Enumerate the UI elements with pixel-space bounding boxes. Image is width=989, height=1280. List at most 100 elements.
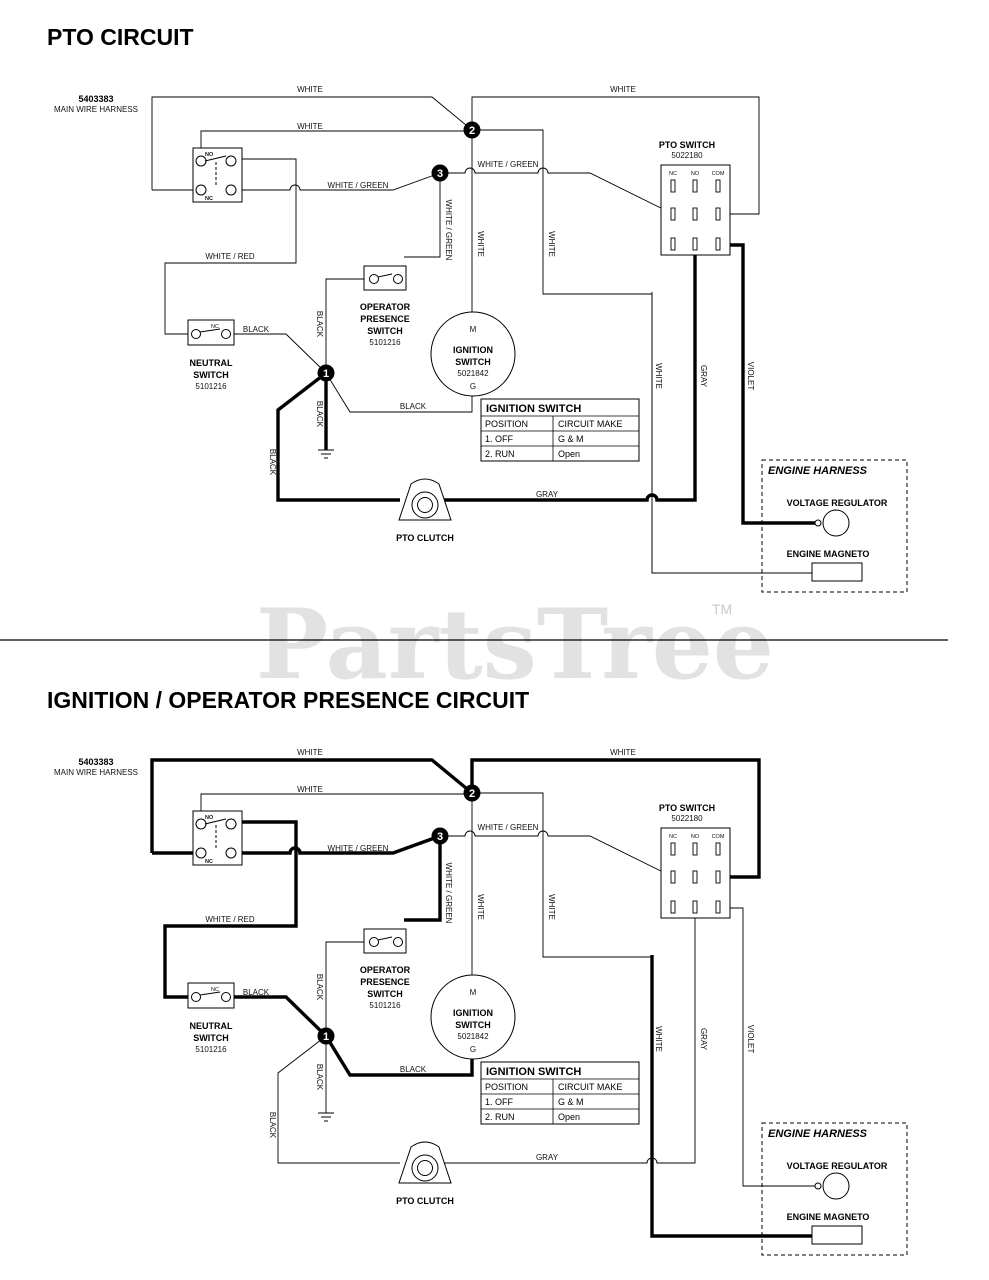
pto-switch-part: 5022180 [671,814,703,823]
operator-terminal-b [393,937,403,947]
wire-black-ign [324,1035,474,1077]
operator-switch-label-3: SWITCH [367,326,403,336]
connector-terminal-2 [195,847,207,859]
wire-black-neutral [234,333,327,374]
operator-terminal-a [369,937,379,947]
wire-gray [438,253,697,502]
wire-label-black: BLACK [315,1064,324,1091]
ignition-table-header-position: POSITION [485,1082,528,1092]
wire-white-right [472,129,812,574]
wire-label-white: WHITE [610,748,636,757]
neutral-switch-label-1: NEUTRAL [190,1021,233,1031]
wire-label-white-green: WHITE / GREEN [328,181,389,190]
pto-terminal-blade [670,900,676,914]
ground-icon [318,1112,334,1122]
voltage-regulator-terminal [814,1182,822,1190]
pto-clutch-label: PTO CLUTCH [396,533,454,543]
wire-white-magneto [651,292,812,574]
contact-nc-label: NC [205,859,213,865]
wire-label-black: BLACK [315,974,324,1001]
ignition-table [480,1061,640,1125]
ignition-switch-label-1: IGNITION [453,1008,493,1018]
engine-magneto-label: ENGINE MAGNETO [787,549,870,559]
wire-label-black: BLACK [400,402,427,411]
ignition-m-terminal: M [470,325,477,334]
neutral-switch-label-2: SWITCH [193,370,229,380]
ignition-switch-body [430,311,516,397]
wire-label-white-red: WHITE / RED [205,915,255,924]
wire-label-gray: GRAY [699,365,708,388]
voltage-regulator [822,1172,850,1200]
node-label-3: 3 [437,831,443,843]
engine-magneto [811,1225,863,1245]
pto-clutch-label: PTO CLUTCH [396,1196,454,1206]
pto-terminal-blade [670,179,676,193]
node-label-1: 1 [323,368,329,380]
engine-magneto-label: ENGINE MAGNETO [787,1212,870,1222]
harness-name: MAIN WIRE HARNESS [54,105,138,114]
wire-black-ign [325,372,473,413]
neutral-contact-arm [199,991,221,996]
ignition-table-cell: 1. OFF [485,1097,514,1107]
voltage-regulator-terminal [814,519,822,527]
wire-label-white-red: WHITE / RED [205,252,255,261]
wire-label-black: BLACK [243,325,270,334]
ignition-g-terminal: G [470,1045,476,1054]
wire-label-gray: GRAY [699,1028,708,1051]
neutral-terminal-b [221,329,231,339]
ignition-table-header-position: POSITION [485,419,528,429]
wire-label-white: WHITE [476,894,485,920]
wire-white-green-right [440,167,674,215]
ignition-switch-label-2: SWITCH [455,357,491,367]
wire-white-green-right [440,830,674,878]
neutral-switch-part: 5101216 [195,1045,227,1054]
wire-label-black: BLACK [315,401,324,428]
wire-label-white: WHITE [297,748,323,757]
pto-clutch-hub [417,497,433,513]
engine-harness-title: ENGINE HARNESS [768,465,868,477]
diagram-title: IGNITION / OPERATOR PRESENCE CIRCUIT [47,687,529,713]
wire-black-ground [276,371,400,502]
pto-terminal-blade [715,842,721,856]
node-label-2: 2 [469,125,475,137]
harness-part-number: 5403383 [78,757,113,767]
wire-label-white: WHITE [297,85,323,94]
pto-terminal-blade [692,870,698,884]
pto-terminal-blade [715,237,721,251]
wire-violet [720,243,815,525]
ignition-m-terminal: M [470,988,477,997]
wire-label-white-green: WHITE / GREEN [478,823,539,832]
wire-label-violet: VIOLET [746,362,755,391]
ignition-table-cell: Open [558,449,580,459]
connector-contact-arm [204,818,227,825]
wire-label-black: BLACK [315,311,324,338]
wire-black-op [325,278,364,373]
ignition-table-header-circuit: CIRCUIT MAKE [558,1082,622,1092]
wire-label-white: WHITE [654,1026,663,1052]
ignition-switch-part: 5021842 [457,369,489,378]
ignition-g-terminal: G [470,382,476,391]
watermark-text: PartsTree [256,588,774,701]
ignition-table-cell: G & M [558,1097,584,1107]
wire-violet [720,907,815,1187]
wire-label-black: BLACK [243,988,270,997]
node-3 [431,827,449,845]
node-1 [317,1027,335,1045]
ignition-table-title: IGNITION SWITCH [486,403,581,415]
wire-white-top [151,96,473,190]
neutral-switch-label-2: SWITCH [193,1033,229,1043]
operator-switch-label-1: OPERATOR [360,302,411,312]
wire-label-white-green: WHITE / GREEN [328,844,389,853]
engine-harness-title: ENGINE HARNESS [768,1128,868,1140]
wire-label-gray: GRAY [536,490,559,499]
engine-magneto [811,562,863,582]
wire-layer [151,96,815,574]
harness-part-number: 5403383 [78,94,113,104]
pto-clutch-hub [417,1160,433,1176]
node-2 [463,121,481,139]
pto-terminal-blade [692,237,698,251]
wire-label-white: WHITE [297,122,323,131]
connector-terminal-1 [225,818,237,830]
neutral-switch-part: 5101216 [195,382,227,391]
